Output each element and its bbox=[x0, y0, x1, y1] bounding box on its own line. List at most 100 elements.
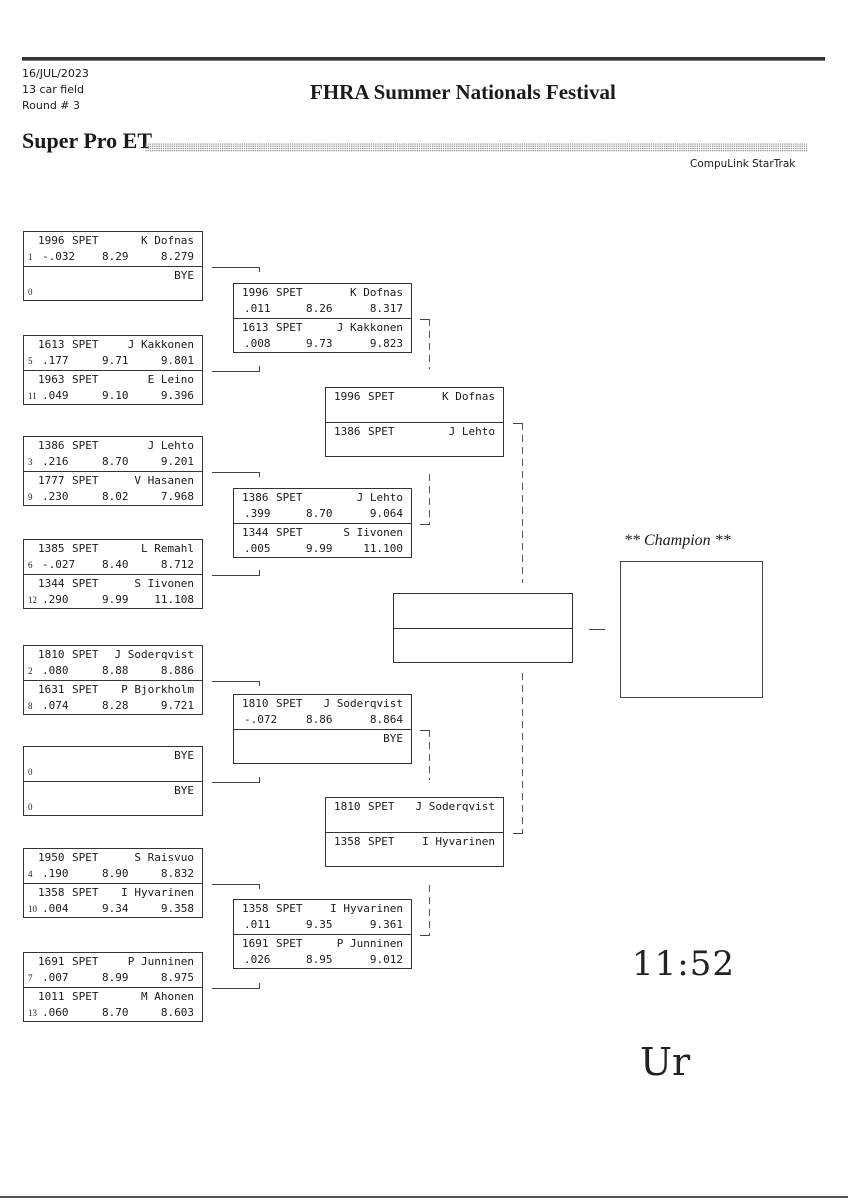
car-class: SPET bbox=[368, 425, 395, 438]
seed-number: 5 bbox=[28, 356, 33, 366]
car-number: 1996 bbox=[38, 234, 65, 247]
racer-slot: BYE 0 bbox=[24, 266, 202, 300]
elapsed-time: 7.968 bbox=[160, 490, 194, 503]
connector-tick bbox=[259, 570, 260, 575]
car-class: SPET bbox=[72, 234, 99, 247]
handwritten-time: 11:52 bbox=[632, 944, 735, 984]
driver-name: J Soderqvist bbox=[114, 648, 194, 661]
connector-line bbox=[513, 833, 523, 834]
dial-in: 9.10 bbox=[102, 389, 129, 402]
seed-number: 0 bbox=[28, 287, 33, 297]
driver-name: BYE bbox=[174, 749, 194, 762]
car-class: SPET bbox=[368, 800, 395, 813]
dial-in: 8.26 bbox=[306, 302, 333, 315]
driver-name: J Lehto bbox=[356, 491, 403, 504]
connector-line bbox=[212, 988, 260, 989]
software-brand: CompuLink StarTrak bbox=[690, 158, 796, 170]
connector-line bbox=[212, 371, 260, 372]
driver-name: K Dofnas bbox=[442, 390, 495, 403]
racer-times-row bbox=[24, 285, 202, 300]
dial-in: 8.86 bbox=[306, 713, 333, 726]
car-class: SPET bbox=[276, 937, 303, 950]
connector-line bbox=[212, 267, 260, 268]
seed-number: 0 bbox=[28, 767, 33, 777]
car-number: 1950 bbox=[38, 851, 65, 864]
reaction-time: .060 bbox=[42, 1006, 69, 1019]
car-class: SPET bbox=[72, 542, 99, 555]
racer-times-row bbox=[234, 748, 411, 763]
connector-line bbox=[420, 319, 430, 320]
car-number: 1344 bbox=[242, 526, 269, 539]
car-class: SPET bbox=[276, 526, 303, 539]
driver-name: BYE bbox=[174, 784, 194, 797]
elapsed-time: 9.361 bbox=[369, 918, 403, 931]
final-slot-top bbox=[394, 594, 572, 628]
connector-tick bbox=[259, 983, 260, 988]
elapsed-time: 9.801 bbox=[160, 354, 194, 367]
connector-tick bbox=[259, 884, 260, 889]
elapsed-time: 8.317 bbox=[369, 302, 403, 315]
connector-line bbox=[420, 730, 430, 731]
car-number: 1777 bbox=[38, 474, 65, 487]
driver-name: BYE bbox=[174, 269, 194, 282]
reaction-time: -.072 bbox=[244, 713, 278, 726]
seed-number: 10 bbox=[28, 904, 37, 914]
elapsed-time: 8.864 bbox=[369, 713, 403, 726]
elapsed-time: 8.712 bbox=[160, 558, 194, 571]
elapsed-time: 8.886 bbox=[160, 664, 194, 677]
driver-name: BYE bbox=[383, 732, 403, 745]
champion-label: ** Champion ** bbox=[624, 532, 731, 549]
connector-dash bbox=[429, 319, 430, 369]
car-class: SPET bbox=[72, 338, 99, 351]
elapsed-time: 11.100 bbox=[363, 542, 403, 555]
driver-name: J Lehto bbox=[147, 439, 194, 452]
car-number: 1358 bbox=[334, 835, 361, 848]
connector-tick bbox=[259, 366, 260, 371]
driver-name: I Hyvarinen bbox=[330, 902, 403, 915]
driver-name: E Leino bbox=[147, 373, 194, 386]
elapsed-time: 9.201 bbox=[160, 455, 194, 468]
elapsed-time: 8.603 bbox=[160, 1006, 194, 1019]
driver-name: K Dofnas bbox=[141, 234, 194, 247]
driver-name: P Junninen bbox=[127, 955, 194, 968]
car-class: SPET bbox=[72, 648, 99, 661]
dial-in: 8.40 bbox=[102, 558, 129, 571]
racer-header-row: BYE bbox=[24, 784, 202, 799]
handwritten-initials: Ur bbox=[640, 1040, 691, 1084]
dial-in: 8.99 bbox=[102, 971, 129, 984]
field-size: 13 car field bbox=[22, 83, 85, 96]
elapsed-time: 8.975 bbox=[160, 971, 194, 984]
car-number: 1358 bbox=[242, 902, 269, 915]
car-class: SPET bbox=[72, 955, 99, 968]
elapsed-time: 9.358 bbox=[160, 902, 194, 915]
seed-number: 7 bbox=[28, 973, 33, 983]
